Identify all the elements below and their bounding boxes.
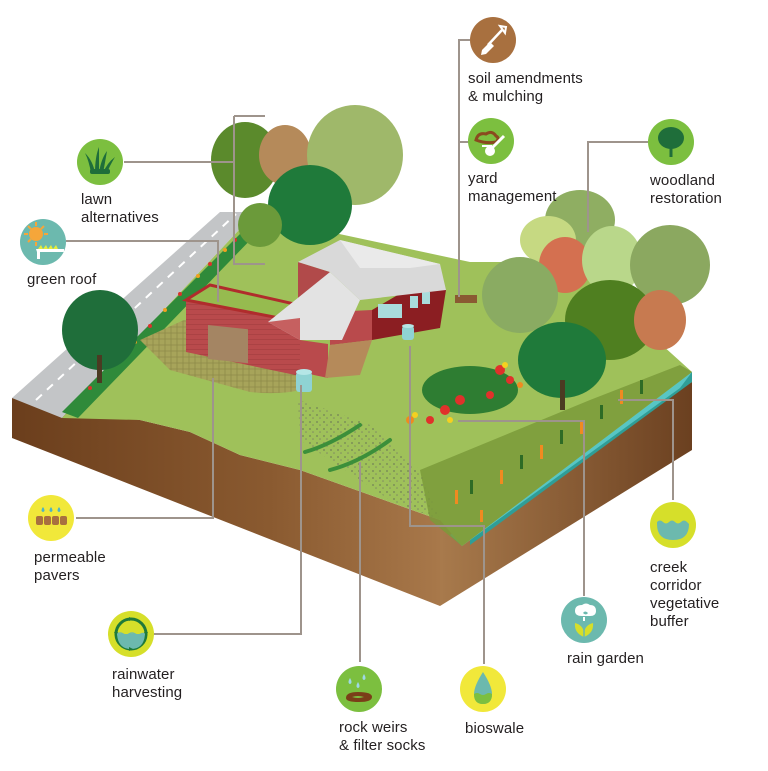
grass-icon	[85, 147, 115, 174]
green-roof-label: green roof	[27, 271, 97, 288]
permeable-pavers-label: permeable pavers	[34, 549, 106, 584]
rain-garden-beds	[406, 362, 523, 424]
lawn-alternatives-icon-badge	[77, 139, 123, 185]
bioswale-icon-badge	[460, 666, 506, 712]
soil-amendments-label: soil amendments & mulching	[468, 70, 583, 105]
connector-lines	[66, 39, 674, 664]
bioswale-buffer-planting	[420, 365, 692, 546]
pavers-drops-icon	[36, 507, 67, 525]
house	[268, 240, 446, 378]
rain-rock-icon	[346, 674, 372, 702]
permeable-pavers-icon-badge	[28, 495, 74, 541]
water-cycle-icon	[114, 617, 148, 651]
rain-garden-label: rain garden	[567, 650, 644, 667]
creek-buffer-icon-badge	[650, 502, 696, 548]
rain-garden-icon-badge	[561, 597, 607, 643]
tree-icon	[658, 127, 684, 157]
rainwater-harvesting-icon-badge	[108, 611, 154, 657]
rain-barrels	[296, 324, 414, 392]
compost-shovel-icon	[474, 130, 506, 156]
compost-bin	[455, 295, 477, 303]
water-drop-icon	[474, 672, 492, 704]
shovel-icon	[481, 24, 508, 55]
sun-roof-icon	[24, 222, 64, 259]
green-roof-icon-badge	[20, 219, 66, 265]
rock-weirs-icon-badge	[336, 666, 382, 712]
trees	[62, 105, 710, 410]
rock-weirs	[303, 423, 392, 472]
yard-management-label: yard management	[468, 170, 557, 205]
woodland-restoration-icon-badge	[648, 119, 694, 165]
yard-management-icon-badge	[468, 118, 514, 164]
lawn-alternatives-label: lawn alternatives	[81, 191, 159, 226]
cloud-plant-icon	[574, 603, 596, 637]
creek-buffer-label: creek corridor vegetative buffer	[650, 559, 720, 630]
water-bowl-icon	[657, 520, 689, 540]
woodland-restoration-label: woodland restoration	[650, 172, 722, 207]
rainwater-harvesting-label: rainwater harvesting	[112, 666, 183, 701]
rock-weirs-label: rock weirs & filter socks	[339, 719, 426, 754]
soil-amendments-icon-badge	[470, 17, 516, 63]
gravel-rock-weir-area	[298, 400, 440, 520]
bioswale-label: bioswale	[465, 720, 525, 737]
